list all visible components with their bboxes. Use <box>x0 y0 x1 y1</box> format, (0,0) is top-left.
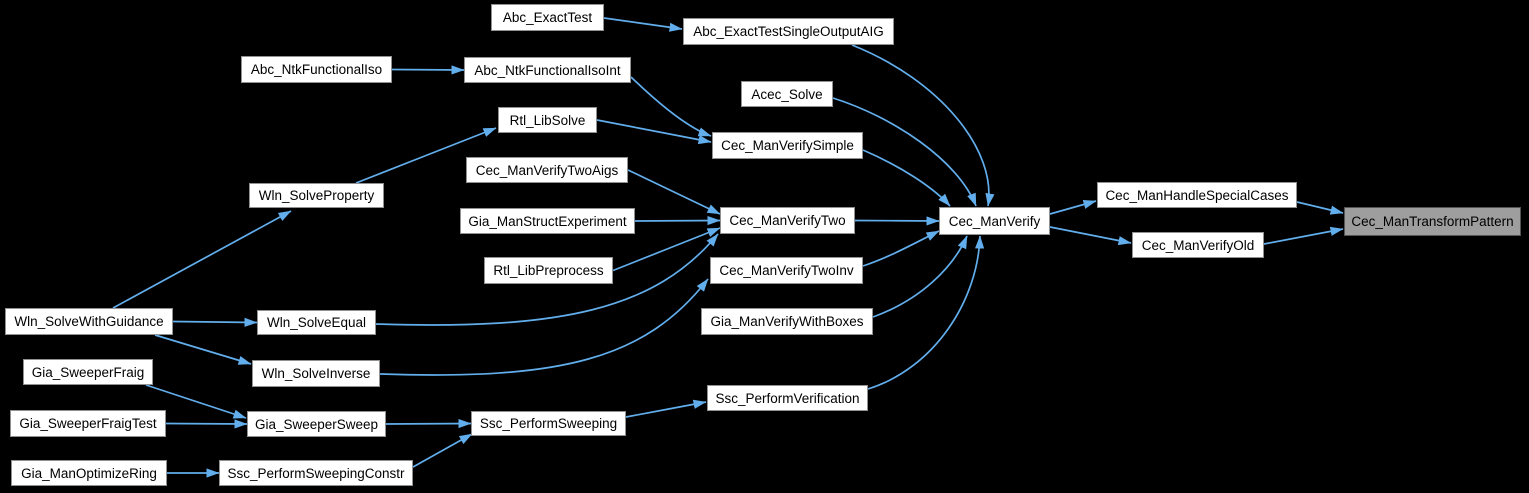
edge-abc-exacttestsingleoutputaig-to-cec-manverify <box>851 44 995 207</box>
node-gia-manstructexperiment[interactable]: Gia_ManStructExperiment <box>460 208 635 234</box>
edge-cec-manverifytwo-to-cec-manverify <box>854 216 940 226</box>
edge-gia-sweeperfraig-to-gia-sweepersweep <box>145 384 247 419</box>
node-cec-manverifytwo[interactable]: Cec_ManVerifyTwo <box>720 207 855 234</box>
node-abc-exacttestsingleoutputaig[interactable]: Abc_ExactTestSingleOutputAIG <box>683 18 894 45</box>
edge-cec-manverify-to-cec-manhandlespecialcases <box>1049 199 1097 215</box>
edge-gia-manstructexperiment-to-cec-manverifytwo <box>634 215 721 226</box>
node-rtl-libsolve[interactable]: Rtl_LibSolve <box>498 107 597 133</box>
node-cec-manverifysimple[interactable]: Cec_ManVerifySimple <box>712 132 863 159</box>
edge-cec-manverifyold-to-cec-mantransformpattern <box>1263 226 1344 245</box>
node-cec-mantransformpattern: Cec_ManTransformPattern <box>1344 207 1521 236</box>
edge-cec-manverifytwoinv-to-cec-manverify <box>862 230 940 267</box>
edge-gia-sweepersweep-to-ssc-performsweeping <box>385 418 472 429</box>
node-cec-manverifytwoinv[interactable]: Cec_ManVerifyTwoInv <box>710 257 863 284</box>
node-wln-solveequal[interactable]: Wln_SolveEqual <box>257 310 376 335</box>
node-gia-manoptimizering[interactable]: Gia_ManOptimizeRing <box>11 460 167 486</box>
node-ssc-performverification[interactable]: Ssc_PerformVerification <box>707 385 868 411</box>
edge-ssc-performsweepingconstr-to-ssc-performsweeping <box>412 433 473 468</box>
node-cec-manverify[interactable]: Cec_ManVerify <box>939 207 1050 235</box>
node-wln-solveproperty[interactable]: Wln_SolveProperty <box>249 183 384 208</box>
edge-wln-solveequal-to-cec-manverifytwo <box>375 233 719 326</box>
edge-wln-solveinverse-to-cec-manverifytwoinv <box>379 278 709 376</box>
node-abc-ntkfunctionalisoint[interactable]: Abc_NtkFunctionalIsoInt <box>464 57 631 83</box>
edge-gia-manverifywithboxes-to-cec-manverify <box>872 235 968 318</box>
edge-ssc-performverification-to-cec-manverify <box>867 235 985 390</box>
node-rtl-libpreprocess[interactable]: Rtl_LibPreprocess <box>484 257 613 284</box>
edge-gia-sweeperfraigtest-to-gia-sweepersweep <box>165 419 248 429</box>
edge-abc-ntkfunctionalisoint-to-cec-manverifysimple <box>630 76 712 137</box>
edge-acec-solve-to-cec-manverify <box>832 97 977 207</box>
edge-wln-solvewithguidance-to-wln-solveequal <box>172 317 258 327</box>
edge-wln-solvewithguidance-to-wln-solveinverse <box>154 334 252 365</box>
edge-rtl-libsolve-to-cec-manverifysimple <box>596 119 712 145</box>
edge-cec-manverifysimple-to-cec-manverify <box>862 149 951 207</box>
edge-wln-solveproperty-to-rtl-libsolve <box>355 127 497 184</box>
node-abc-exacttest[interactable]: Abc_ExactTest <box>491 4 604 31</box>
edge-abc-exacttest-to-abc-exacttestsingleoutputaig <box>603 17 683 32</box>
edge-ssc-performsweeping-to-ssc-performverification <box>625 399 707 418</box>
edge-abc-ntkfunctionaliso-to-abc-ntkfunctionalisoint <box>391 65 465 75</box>
node-ssc-performsweeping[interactable]: Ssc_PerformSweeping <box>471 411 626 436</box>
node-cec-manverifytwoaigs[interactable]: Cec_ManVerifyTwoAigs <box>466 157 628 183</box>
edge-cec-manverify-to-cec-manverifyold <box>1049 226 1132 246</box>
edge-cec-manhandlespecialcases-to-cec-mantransformpattern <box>1296 201 1344 215</box>
node-ssc-performsweepingconstr[interactable]: Ssc_PerformSweepingConstr <box>219 460 413 486</box>
node-gia-sweepersweep[interactable]: Gia_SweeperSweep <box>247 411 386 437</box>
node-gia-sweeperfraig[interactable]: Gia_SweeperFraig <box>23 359 153 385</box>
edge-rtl-libpreprocess-to-cec-manverifytwo <box>612 227 721 272</box>
node-acec-solve[interactable]: Acec_Solve <box>741 81 833 107</box>
node-abc-ntkfunctionaliso[interactable]: Abc_NtkFunctionalIso <box>241 56 392 83</box>
edge-cec-manverifytwoaigs-to-cec-manverifytwo <box>627 169 721 215</box>
node-cec-manhandlespecialcases[interactable]: Cec_ManHandleSpecialCases <box>1097 182 1297 208</box>
node-gia-manverifywithboxes[interactable]: Gia_ManVerifyWithBoxes <box>701 308 873 335</box>
node-wln-solveinverse[interactable]: Wln_SolveInverse <box>252 360 380 387</box>
edge-wln-solvewithguidance-to-wln-solveproperty <box>112 210 292 309</box>
node-gia-sweeperfraigtest[interactable]: Gia_SweeperFraigTest <box>10 410 166 437</box>
node-cec-manverifyold[interactable]: Cec_ManVerifyOld <box>1132 232 1264 258</box>
node-wln-solvewithguidance[interactable]: Wln_SolveWithGuidance <box>5 308 173 335</box>
